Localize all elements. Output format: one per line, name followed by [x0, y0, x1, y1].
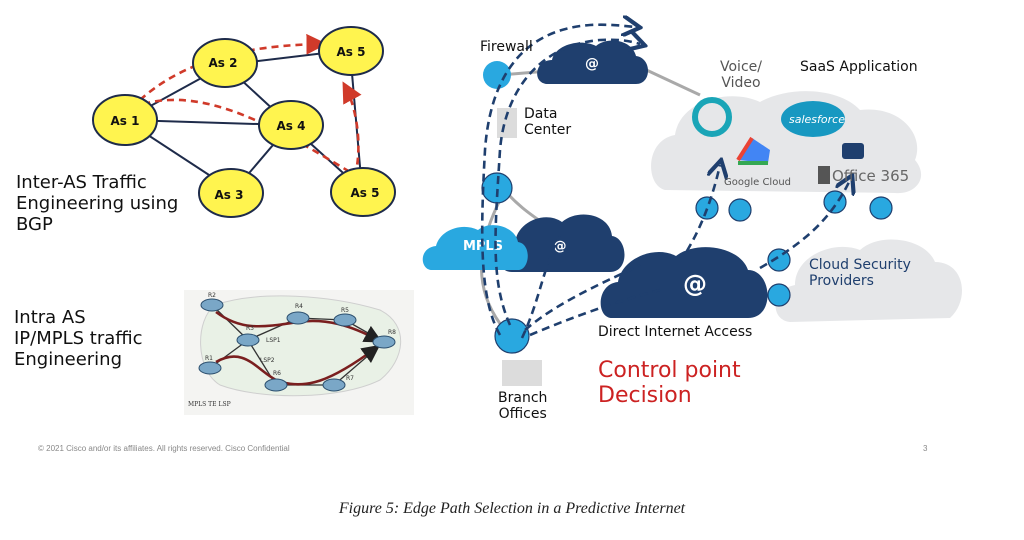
router-icon [767, 283, 791, 307]
cloud-security-line-2: Providers [809, 273, 874, 289]
data-center-label: Data Center [524, 106, 571, 138]
at-sign-direct: @ [683, 270, 707, 298]
firewall-icon [483, 61, 511, 89]
router-r2 [200, 298, 224, 312]
as-label-1: As 1 [111, 114, 140, 128]
router-label-r2: R2 [208, 292, 216, 299]
branch-line-2: Offices [498, 406, 547, 422]
router-label-r3: R3 [246, 325, 254, 332]
router-icon [767, 248, 791, 272]
branch-office-icon [502, 360, 542, 386]
router-r7 [322, 378, 346, 392]
office-365-label: Office 365 [832, 167, 910, 185]
firewall-label: Firewall [480, 39, 533, 55]
google-cloud-icon [738, 138, 770, 163]
router-r1 [198, 361, 222, 375]
as-node-1 [92, 94, 158, 146]
router-r8 [372, 335, 396, 349]
inter-as-line-1: Inter-AS Traffic [16, 172, 147, 193]
at-sign-top: @ [585, 56, 599, 72]
figure-caption: Figure 5: Edge Path Selection in a Predi… [338, 500, 686, 517]
as-node-2 [192, 38, 258, 88]
lsp1-label: LSP1 [266, 337, 281, 344]
direct-internet-label: Direct Internet Access [598, 324, 753, 340]
google-cloud-label: Google Cloud [724, 177, 792, 188]
webex-icon [692, 97, 732, 137]
router-r4 [286, 311, 310, 325]
inter-as-line-2: Engineering using [16, 193, 179, 214]
internet-cloud-direct [600, 247, 768, 318]
intra-as-line-2: IP/MPLS traffic [14, 328, 143, 349]
security-cloud [775, 239, 962, 322]
office-icon [818, 166, 830, 184]
as-node-3 [198, 168, 264, 218]
as-label-4: As 4 [277, 119, 306, 133]
router-label-r6: R6 [273, 370, 281, 377]
router-icon [869, 196, 893, 220]
router-icon [728, 198, 752, 222]
router-icon [823, 190, 847, 214]
router-label-r1: R1 [205, 355, 213, 362]
as-label-5a: As 5 [337, 45, 366, 59]
router-r6 [264, 378, 288, 392]
voice-video-line-2: Video [721, 75, 761, 91]
voice-video-label: Voice/ Video [720, 59, 762, 91]
intra-as-label: Intra AS IP/MPLS traffic Engineering [14, 307, 143, 370]
as-label-3: As 3 [215, 188, 244, 202]
branch-offices-label: Branch Offices [498, 390, 547, 422]
inter-as-label: Inter-AS Traffic Engineering using BGP [16, 172, 178, 235]
thumbs-up-icon [842, 143, 864, 159]
as-label-2: As 2 [209, 56, 238, 70]
data-center-line-2: Center [524, 122, 572, 138]
router-icon [494, 318, 530, 354]
mpls-te-diagram: R1 R2 R3 R4 R5 R6 R7 R8 LSP1 LSP2 MPLS T… [184, 290, 414, 415]
as-node-5b [330, 167, 396, 217]
intra-as-line-3: Engineering [14, 349, 122, 370]
salesforce-icon [781, 101, 845, 137]
as-graph: As 1 As 2 As 3 As 4 As 5 As 5 [92, 26, 396, 218]
as-node-5a [318, 26, 384, 76]
router-icon [695, 196, 719, 220]
lsp2-label: LSP2 [260, 357, 275, 364]
cloud-security-line-1: Cloud Security [809, 257, 911, 273]
intra-as-line-1: Intra AS [14, 307, 86, 328]
router-r3 [236, 333, 260, 347]
router-r5 [333, 313, 357, 327]
internet-cloud-top [537, 40, 648, 84]
router-label-r5: R5 [341, 307, 349, 314]
control-point-label: Control point Decision [598, 358, 741, 408]
salesforce-label: salesforce [789, 113, 845, 126]
control-point-line-2: Decision [598, 383, 692, 408]
inter-as-line-3: BGP [16, 214, 53, 235]
voice-video-line-1: Voice/ [720, 59, 762, 75]
saas-application-label: SaaS Application [800, 59, 918, 75]
page-number: 3 [923, 444, 928, 453]
internet-cloud-middle [499, 214, 625, 272]
router-label-r7: R7 [346, 375, 354, 382]
saas-network: @ @ @ MPLS [422, 25, 962, 386]
as-node-4 [258, 100, 324, 150]
control-point-line-1: Control point [598, 358, 741, 383]
copyright-footer: © 2021 Cisco and/or its affiliates. All … [38, 444, 290, 453]
as-label-5b: As 5 [351, 186, 380, 200]
branch-line-1: Branch [498, 390, 548, 406]
router-label-r8: R8 [388, 329, 396, 336]
mpls-te-lsp-label: MPLS TE LSP [188, 401, 231, 408]
router-label-r4: R4 [295, 303, 303, 310]
cloud-security-label: Cloud Security Providers [809, 257, 911, 289]
data-center-line-1: Data [524, 106, 558, 122]
mpls-cloud [422, 225, 528, 270]
as-node-group [92, 26, 396, 218]
at-sign-middle: @ [554, 239, 567, 254]
